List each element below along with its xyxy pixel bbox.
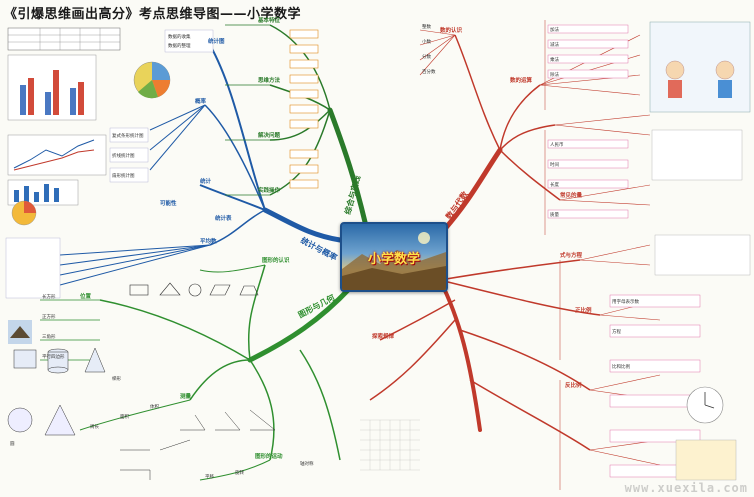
connector-algebra — [441, 147, 503, 233]
leaf-21: 加法 — [550, 26, 559, 33]
leaf-9: 梯形 — [112, 375, 121, 382]
stats-subtree — [5, 27, 266, 299]
leaf-2: 扇形统计图 — [112, 172, 135, 179]
sub-geometry-0: 图形的认识 — [262, 256, 290, 264]
sub-geometry-3: 位置 — [80, 292, 92, 300]
sub-practice-2: 解决问题 — [258, 131, 281, 139]
watermark: www.xuexila.com — [624, 481, 748, 495]
leaf-0: 复式条形统计图 — [112, 132, 144, 139]
sub-stats-3: 平均数 — [200, 237, 217, 245]
leaf-18: 小数 — [422, 38, 431, 45]
sub-stats-0: 统计图 — [208, 37, 225, 45]
center-landscape-illustration — [342, 232, 446, 290]
algebra-subtree — [369, 20, 751, 490]
branch-connectors — [247, 107, 503, 432]
connector-practice — [327, 107, 368, 225]
sub-stats-5: 统计表 — [215, 214, 232, 222]
leaf-13: 体积 — [150, 403, 159, 410]
sub-practice-1: 思维方法 — [258, 76, 281, 84]
leaf-12: 面积 — [120, 413, 129, 420]
sub-geometry-1: 测量 — [180, 392, 192, 400]
leaf-10: 圆 — [10, 441, 15, 447]
sub-practice-3: 实践操作 — [258, 186, 281, 194]
leaf-11: 周长 — [90, 423, 99, 430]
sub-geometry-2: 图形的运动 — [255, 452, 283, 460]
sub-stats-1: 统计 — [200, 177, 212, 185]
leaf-14: 平移 — [205, 473, 214, 480]
sub-algebra-5: 反比例 — [565, 381, 582, 389]
leaf-29: 用字母表示数 — [612, 298, 639, 305]
sub-stats-4: 可能性 — [160, 199, 177, 207]
leaf-17: 整数 — [422, 23, 431, 30]
sub-practice-0: 基本特征 — [257, 16, 281, 24]
center-node: 小学数学 — [340, 222, 448, 292]
connector-geometry — [247, 285, 353, 363]
center-title: 小学数学 — [367, 252, 420, 267]
leaf-22: 减法 — [550, 41, 559, 48]
leaf-28: 质量 — [550, 211, 559, 218]
leaf-27: 长度 — [550, 181, 559, 188]
sub-algebra-1: 数的运算 — [510, 76, 533, 84]
leaf-24: 除法 — [550, 71, 559, 78]
page-title: 《引爆思维画出高分》考点思维导图——小学数学 — [4, 7, 302, 22]
sub-algebra-6: 探索规律 — [372, 332, 395, 340]
leaf-26: 时间 — [550, 161, 559, 168]
leaf-7: 三角形 — [42, 333, 56, 340]
leaf-5: 长方形 — [42, 293, 56, 300]
sub-algebra-3: 式与方程 — [560, 251, 583, 259]
leaf-8: 平行四边形 — [42, 353, 65, 360]
connector-stats — [262, 207, 343, 243]
sub-algebra-4: 正比例 — [575, 306, 592, 314]
leaf-30: 方程 — [612, 328, 621, 335]
leaf-6: 正方形 — [42, 313, 56, 320]
geometry-subtree — [7, 264, 420, 481]
leaf-19: 分数 — [422, 53, 431, 60]
leaf-31: 比和比例 — [612, 363, 630, 370]
practice-subtree — [225, 24, 331, 196]
sub-algebra-0: 数的认识 — [440, 26, 463, 34]
leaf-3: 数据的收集 — [168, 33, 191, 40]
leaf-20: 百分数 — [422, 68, 436, 75]
connector-algebra-lower — [438, 278, 482, 432]
leaf-16: 轴对称 — [300, 460, 314, 467]
leaf-15: 旋转 — [235, 469, 244, 476]
leaf-4: 数据的整理 — [168, 42, 191, 49]
sub-stats-2: 概率 — [195, 97, 207, 105]
sub-algebra-2: 常见的量 — [560, 191, 583, 199]
leaf-1: 折线统计图 — [112, 152, 135, 159]
leaf-23: 乘法 — [550, 56, 559, 63]
leaf-25: 人民币 — [550, 141, 564, 148]
leaf-notes: 复式条形统计图 折线统计图 扇形统计图 数据的收集 数据的整理 长方形 正方形 … — [10, 23, 639, 480]
